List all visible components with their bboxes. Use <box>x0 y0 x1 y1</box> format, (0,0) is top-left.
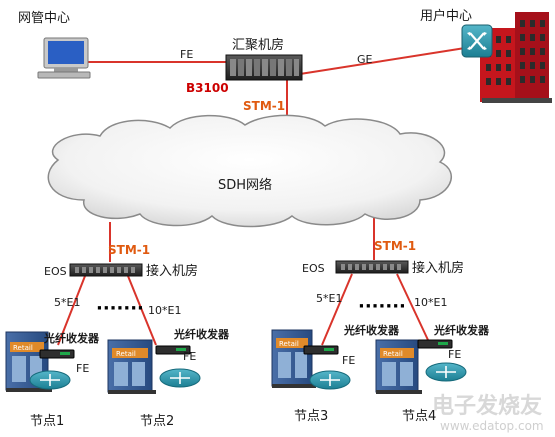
b3100-label: B3100 <box>186 81 229 95</box>
stm1-right-label: STM-1 <box>374 239 416 253</box>
fe-node2-label: FE <box>183 350 196 363</box>
nms-computer <box>37 37 91 79</box>
node3-label: 节点3 <box>294 409 328 424</box>
dots-right: ······· <box>358 296 406 317</box>
node2-router-icon <box>159 368 201 388</box>
node1-label: 节点1 <box>30 414 64 429</box>
nms-center-label: 网管中心 <box>18 11 70 26</box>
dots-left: ······· <box>96 298 144 319</box>
ge-label: GE <box>357 53 373 66</box>
fiber-tx-2-label: 光纤收发器 <box>173 327 230 341</box>
sdh-cloud <box>47 114 452 228</box>
node1-retail-sign: Retail <box>13 344 33 352</box>
e1-5-right-label: 5*E1 <box>316 292 342 305</box>
node2-shop: Retail <box>107 339 156 394</box>
node4-transceiver <box>417 339 453 349</box>
e1-10-right-label: 10*E1 <box>414 296 447 309</box>
node3-transceiver <box>303 345 339 355</box>
link-access-right-node3 <box>321 273 353 346</box>
watermark-cn: 电子发烧友 <box>432 393 542 419</box>
fiber-tx-3-label: 光纤收发器 <box>343 323 400 337</box>
node3-shop: Retail <box>271 329 316 388</box>
access-room-right-label: 接入机房 <box>412 260 464 276</box>
node1-router-icon <box>29 370 71 390</box>
aggregation-room-label: 汇聚机房 <box>232 37 284 53</box>
fe-top-label: FE <box>180 48 193 61</box>
fiber-tx-4-label: 光纤收发器 <box>433 323 490 337</box>
access-mux-left <box>69 263 143 277</box>
node1-transceiver <box>39 349 75 359</box>
link-access-left-node1 <box>57 275 86 346</box>
user-center-switch-icon <box>461 24 493 58</box>
e1-10-left-label: 10*E1 <box>148 304 181 317</box>
e1-5-left-label: 5*E1 <box>54 296 80 309</box>
eos-right-label: EOS <box>302 262 325 275</box>
link-access-right-node4 <box>396 273 429 341</box>
node2-retail-sign: Retail <box>116 350 136 358</box>
access-room-left-label: 接入机房 <box>146 263 198 279</box>
node4-shop: Retail <box>375 339 422 394</box>
node3-router-icon <box>309 370 351 390</box>
b3100-device <box>225 54 303 81</box>
fe-node1-label: FE <box>76 362 89 375</box>
watermark-url: www.edatop.com <box>440 419 544 433</box>
fe-node3-label: FE <box>342 354 355 367</box>
stm1-top-label: STM-1 <box>243 99 285 113</box>
node2-label: 节点2 <box>140 414 174 429</box>
user-center-label: 用户中心 <box>420 8 472 24</box>
fiber-tx-1-label: 光纤收发器 <box>43 331 100 345</box>
access-mux-right <box>335 260 409 274</box>
sdh-network-label: SDH网络 <box>218 177 272 193</box>
stm1-left-label: STM-1 <box>108 243 150 257</box>
node4-retail-sign: Retail <box>383 350 403 358</box>
node2-transceiver <box>155 345 191 355</box>
link-agg-to-user <box>299 47 466 75</box>
node4-router-icon <box>425 362 467 382</box>
links <box>57 47 466 346</box>
eos-left-label: EOS <box>44 265 67 278</box>
fe-node4-label: FE <box>448 348 461 361</box>
node4-label: 节点4 <box>402 409 436 424</box>
link-access-left-node2 <box>127 275 157 346</box>
node3-retail-sign: Retail <box>279 340 299 348</box>
